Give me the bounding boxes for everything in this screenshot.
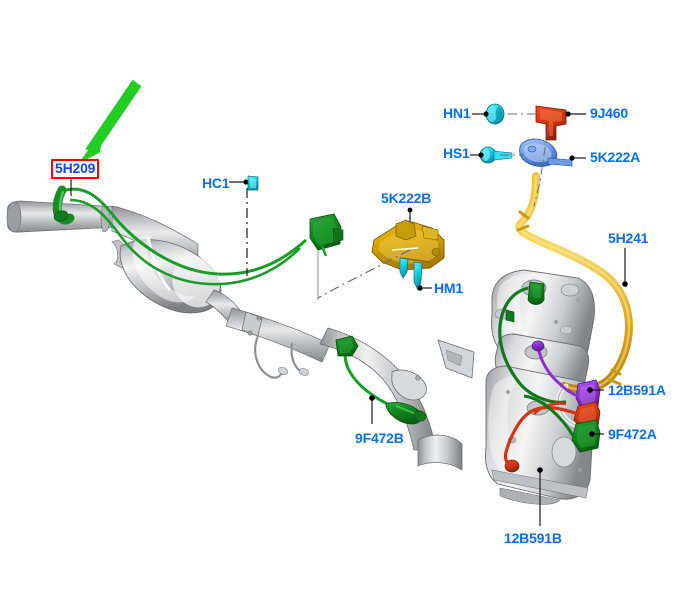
sensor-9F472B-probe — [385, 402, 427, 425]
part-HN1-nut — [485, 103, 505, 125]
wire-green-9F472A — [523, 394, 578, 442]
leader-5K222B-dashdot — [317, 249, 411, 299]
dpf-lower-highlight — [488, 375, 530, 486]
dpf-upper-highlight — [497, 273, 542, 352]
hose-clip-upper — [516, 210, 530, 232]
dpf-fastener-4 — [578, 468, 582, 472]
purple-wire-grommet — [531, 340, 545, 352]
callout-5K222B[interactable]: 5K222B — [381, 190, 432, 206]
dot-12B591B — [537, 467, 543, 473]
dot-9J460 — [565, 111, 571, 117]
dot-9F472B — [369, 395, 375, 401]
highlight-arrow — [78, 79, 142, 164]
hose-clip-lower — [608, 368, 622, 386]
bracket-tab-upper — [395, 219, 417, 241]
dot-HN1 — [483, 111, 489, 117]
dpf-bottom-cap — [499, 487, 561, 505]
callout-9J460[interactable]: 9J460 — [590, 105, 628, 121]
bracket-web — [445, 349, 463, 367]
callout-5H241[interactable]: 5H241 — [608, 230, 649, 246]
yellow-pressure-hose — [515, 172, 633, 429]
dpf-side-pad-b — [559, 325, 573, 335]
harness-clip-dpf — [505, 309, 515, 323]
align-vertical-top — [533, 127, 549, 207]
dpf-inlet-sleeve — [417, 434, 463, 471]
clamp-bolt-a — [247, 330, 253, 336]
green-harnesses — [52, 185, 567, 425]
sensor-dpf-top — [527, 281, 545, 305]
callout-9F472B[interactable]: 9F472B — [355, 430, 404, 446]
part-HM1-fasteners — [399, 257, 423, 291]
bracket-flange — [421, 225, 439, 241]
catalyst-highlight-band — [132, 235, 196, 303]
top-right-hardware — [479, 103, 573, 207]
dot-5K222A — [569, 155, 575, 161]
part-9J460-bracket — [535, 105, 567, 141]
wire-purple — [536, 345, 579, 398]
callout-9F472A[interactable]: 9F472A — [608, 426, 657, 442]
bracket-arrow-mark — [391, 247, 419, 251]
sensor-5H209-tip — [53, 210, 69, 222]
callout-5K222A[interactable]: 5K222A — [590, 149, 641, 165]
connector-9F472A — [571, 419, 601, 453]
callout-12B591A[interactable]: 12B591A — [608, 382, 666, 398]
callout-HS1[interactable]: HS1 — [443, 145, 470, 161]
connector-cluster-right — [503, 340, 601, 473]
callout-HC1[interactable]: HC1 — [202, 175, 230, 191]
dot-HS1 — [478, 152, 484, 158]
dpf-fastener-3 — [506, 390, 510, 394]
elbow-clamp-bolt — [415, 375, 421, 381]
part-5K222B-bracket — [371, 219, 445, 291]
callout-HN1[interactable]: HN1 — [443, 105, 471, 121]
hanger-tip-b — [298, 368, 310, 376]
dpf-fastener-2 — [554, 320, 558, 324]
hanger-tip-a — [278, 366, 288, 376]
wire-red-branch — [533, 402, 567, 415]
dot-5K222B — [407, 207, 413, 213]
callout-5H209[interactable]: 5H209 — [51, 159, 100, 179]
harness-wire-left — [65, 187, 308, 276]
part-5K222A-bracket — [519, 138, 573, 167]
dpf-top-pad — [560, 283, 580, 297]
alignment-lines-top — [500, 113, 549, 207]
mid-pipe — [225, 307, 331, 363]
catalyst-seam — [146, 237, 172, 291]
harness-wire-dpf-green — [498, 286, 567, 404]
dpf-fastener-1 — [576, 298, 580, 302]
hose-5H241-highlight — [518, 174, 631, 391]
dot-5H241 — [622, 281, 628, 287]
dot-9F472A — [589, 431, 595, 437]
harness-wire-left-b — [69, 198, 301, 286]
inlet-pipe-end — [6, 201, 22, 233]
bracket-hole — [431, 247, 441, 257]
callout-12B591B[interactable]: 12B591B — [504, 530, 562, 546]
dot-12B591A — [587, 387, 593, 393]
part-HC1-clip — [247, 175, 259, 191]
green-connector-mid — [309, 213, 344, 257]
dot-HM1 — [417, 285, 423, 291]
dpf-oval-emboss — [551, 436, 577, 468]
sensor-12B591B-tip — [504, 459, 520, 473]
connector-9F472B-upper — [335, 335, 359, 357]
dot-HC1 — [243, 179, 249, 185]
clamp-bolt-b — [256, 315, 262, 321]
callout-HM1[interactable]: HM1 — [434, 280, 463, 296]
